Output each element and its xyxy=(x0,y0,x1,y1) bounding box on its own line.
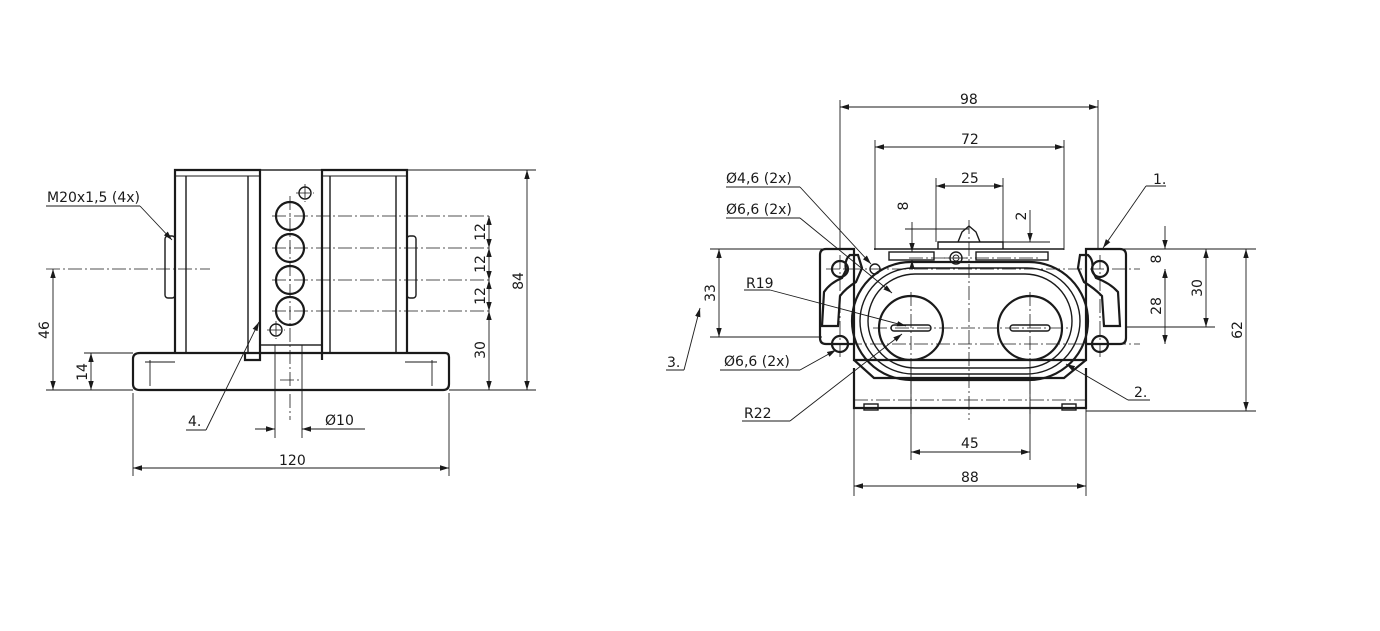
front-lower-body xyxy=(852,368,1088,410)
side-thread-label: M20x1,5 (4x) xyxy=(47,190,140,206)
front-label-dia-6-6-top: Ø6,6 (2x) xyxy=(726,202,792,218)
side-dim-12-b: 12 xyxy=(473,255,489,273)
front-callout-3: 3. xyxy=(667,355,680,371)
side-gland-boss-right xyxy=(406,235,417,299)
front-dim-62: 62 xyxy=(1230,321,1246,339)
front-dim-8-right: 8 xyxy=(1149,255,1165,264)
side-dim-12-c: 12 xyxy=(473,287,489,305)
front-seal-outer xyxy=(850,260,1090,382)
front-dim-8-top: 8 xyxy=(896,202,912,211)
front-dim-72: 72 xyxy=(961,132,979,148)
side-dim-84: 84 xyxy=(511,272,527,290)
front-dim-88: 88 xyxy=(961,470,979,486)
front-label-r19: R19 xyxy=(746,276,774,292)
front-clamp-left xyxy=(820,253,864,328)
front-top-rail-right xyxy=(975,251,1049,261)
front-callout-2: 2. xyxy=(1134,385,1147,401)
front-view: 98 72 25 8 2 8 28 30 62 33 45 xyxy=(666,92,1256,496)
front-label-dia-4-6: Ø4,6 (2x) xyxy=(726,171,792,187)
side-dim-14: 14 xyxy=(75,363,91,381)
side-base-flange xyxy=(131,351,451,392)
front-seal-middle xyxy=(859,267,1081,375)
front-dim-98: 98 xyxy=(960,92,978,108)
side-dim-12-a: 12 xyxy=(473,223,489,241)
front-seal-inner xyxy=(867,273,1073,369)
side-dim-120: 120 xyxy=(279,453,306,469)
front-dim-30: 30 xyxy=(1190,279,1206,297)
side-view: Ø10 120 84 30 12 12 12 46 14 M20x1,5 (4x… xyxy=(37,168,536,476)
side-left-housing xyxy=(173,168,262,362)
front-top-rail-left xyxy=(888,251,935,261)
front-clamp-right xyxy=(1076,253,1122,328)
side-dim-30: 30 xyxy=(473,341,489,359)
front-label-dia-6-6-bottom: Ø6,6 (2x) xyxy=(724,354,790,370)
side-callout-4: 4. xyxy=(188,414,201,430)
side-dim-46: 46 xyxy=(37,321,53,339)
side-right-housing xyxy=(320,168,409,360)
side-dim-dia10: Ø10 xyxy=(325,413,354,429)
front-dim-2: 2 xyxy=(1014,212,1030,221)
side-center-insert xyxy=(259,169,323,346)
front-dim-33: 33 xyxy=(703,284,719,302)
front-callout-1: 1. xyxy=(1153,172,1166,188)
front-label-r22: R22 xyxy=(744,406,772,422)
front-dim-25: 25 xyxy=(961,171,979,187)
side-gland-boss-left xyxy=(164,235,176,299)
front-dim-45: 45 xyxy=(961,436,979,452)
front-dim-28: 28 xyxy=(1149,297,1165,315)
